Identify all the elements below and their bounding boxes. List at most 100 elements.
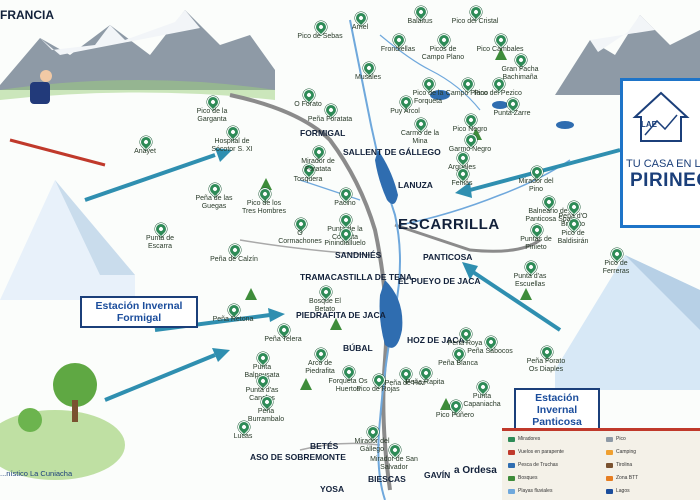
peak-label: Peña Rapita: [405, 379, 445, 386]
town-el-pueyo: EL PUEYO DE JACA: [398, 276, 481, 286]
peak-label: Pico Puñero: [435, 412, 475, 419]
peak-label: Pinindialluelo: [324, 240, 366, 247]
green-hill-band: [0, 80, 275, 100]
town-lanuza: LANUZA: [398, 180, 433, 190]
country-label-france: FRANCIA: [0, 8, 54, 22]
peak-label: Musales: [354, 74, 382, 81]
peak-label: Peña de Hoz: [384, 380, 426, 387]
peak-label: Mirador de San Salvador: [370, 456, 418, 471]
town-tramacastilla: TRAMACASTILLA DE TENA: [300, 272, 413, 282]
peak-label: Peña Retona: [212, 316, 254, 323]
peak-label: Peña Roya: [447, 340, 483, 347]
peak-label: Mirador del Gállego: [354, 438, 390, 453]
tributary-north: [379, 34, 481, 111]
peak-label: Mirador del Pino: [518, 178, 554, 193]
peak-label: Peña Blanca: [438, 360, 478, 367]
minor-road-aso: [299, 442, 381, 451]
panticosa-road: [394, 223, 541, 253]
legend-swatch-icon: [606, 489, 613, 494]
arrow-campsite-head: [212, 348, 230, 362]
town-piedrafita: PIEDRAFITA DE JACA: [296, 310, 386, 320]
town-gavin: GAVÍN: [424, 470, 451, 480]
peak-label: Pico Cambales: [476, 46, 524, 53]
skier-head: [40, 70, 52, 82]
peak-label: Punta de Escarra: [145, 235, 175, 250]
peak-label: Pico del Cristal: [451, 18, 499, 25]
peak-label: Balneario de Panticosa Spa: [525, 208, 571, 223]
town-bubal: BÚBAL: [343, 343, 373, 353]
legend-swatch-icon: [606, 463, 613, 468]
legend-swatch-icon: [606, 476, 613, 481]
peak-label: Balaitus: [407, 18, 433, 25]
peak-label: Arriel: [351, 24, 369, 31]
formigal-slope-shadow: [55, 180, 135, 275]
legend-swatch-icon: [508, 489, 515, 494]
peak-label: Punta d'as Escuellas: [513, 273, 547, 288]
station-formigal: Estación Invernal Formigal: [80, 296, 198, 328]
town-escarrilla: ESCARRILLA: [398, 216, 500, 233]
town-panticosa: PANTICOSA: [423, 252, 473, 262]
town-aso: ASO DE SOBREMONTE: [250, 452, 346, 462]
peak-label: Peña de las Guegas: [195, 195, 233, 210]
peak-label: Pico de la Garganta: [196, 108, 228, 123]
arrow-formigal-south-head: [268, 308, 285, 322]
campsite-tree-small: [18, 408, 42, 432]
town-yosa: YOSA: [320, 484, 345, 494]
town-biescas: BIESCAS: [368, 474, 406, 484]
bubal-reservoir: [379, 280, 403, 348]
skier-body: [30, 82, 50, 104]
skier-skis: [9, 138, 106, 167]
arrow-panticosa-head: [462, 262, 478, 280]
legend-swatch-icon: [606, 450, 613, 455]
legend-item-label: Miradores: [518, 436, 541, 442]
arrow-formigal-head: [215, 148, 232, 162]
mountain-range-left: [0, 10, 275, 90]
peak-label: Picos de Campo Plano: [421, 46, 465, 61]
arrow-pirineo-head: [455, 182, 472, 198]
tributary-west: [299, 179, 361, 201]
peak-label: Pico de los Tres Hombres: [241, 200, 287, 215]
lake-northeast: [556, 121, 574, 129]
peak-label: Campo Plano: [445, 90, 489, 97]
legend-item-label: Pesca de Truchas: [518, 462, 559, 468]
peak-label: Peña Forato Os Diaples: [526, 358, 566, 373]
peak-label: Pico de Sebas: [297, 33, 343, 40]
peak-label: Pico de Rojas: [356, 386, 400, 393]
peak-label: Lucas: [233, 433, 253, 440]
peak-label: Hospital de Sócotor S. XI: [211, 138, 253, 153]
mountain-range-right: [555, 15, 700, 95]
station-panticosa: Estación Invernal Panticosa: [514, 388, 600, 432]
peak-label: Arco de Piedrafita: [305, 360, 335, 375]
arrow-panticosa: [468, 268, 562, 332]
peak-label: Frondiellas: [380, 46, 416, 53]
legend-swatch-icon: [508, 476, 515, 481]
peak-label: O Cormachones: [278, 230, 322, 245]
peak-label: Pico de Baldisirán: [557, 230, 589, 245]
peak-label: Pacino: [334, 200, 356, 207]
campsite-trunk: [72, 400, 78, 422]
legend-item-label: Tirolina: [616, 462, 633, 468]
arrow-pirineo: [469, 148, 621, 192]
minor-road-west: [239, 239, 371, 256]
peak-label: Peña Foratata: [307, 116, 353, 123]
peak-label: Punta Zarre: [493, 110, 531, 117]
legend-item-label: Camping: [616, 449, 637, 455]
peak-label: Puy Arcol: [390, 108, 420, 115]
town-betes: BETÉS: [310, 441, 339, 451]
tributary-panticosa: [399, 159, 571, 226]
campsite-label: ...nístico La Cuniacha: [0, 469, 73, 478]
peak-label: Punta Capaniacha: [463, 393, 501, 408]
lanuza-reservoir: [375, 150, 398, 204]
peak-label: Forqueta Os Huertos: [328, 378, 368, 393]
peak-label: Peña Telera: [264, 336, 302, 343]
legend-item-label: Playas fluviales: [518, 488, 553, 494]
peak-label: Gran Facha Bachimaña: [501, 66, 539, 81]
house-logo-icon: [632, 91, 690, 142]
mountain-snowcaps-right: [590, 15, 655, 52]
main-road: [229, 93, 392, 491]
panticosa-slope-shadow: [625, 255, 700, 330]
peak-label: Tosquera: [293, 176, 323, 183]
peak-label: Feniás: [451, 180, 473, 187]
peak-label: Pico Negro: [452, 126, 488, 133]
